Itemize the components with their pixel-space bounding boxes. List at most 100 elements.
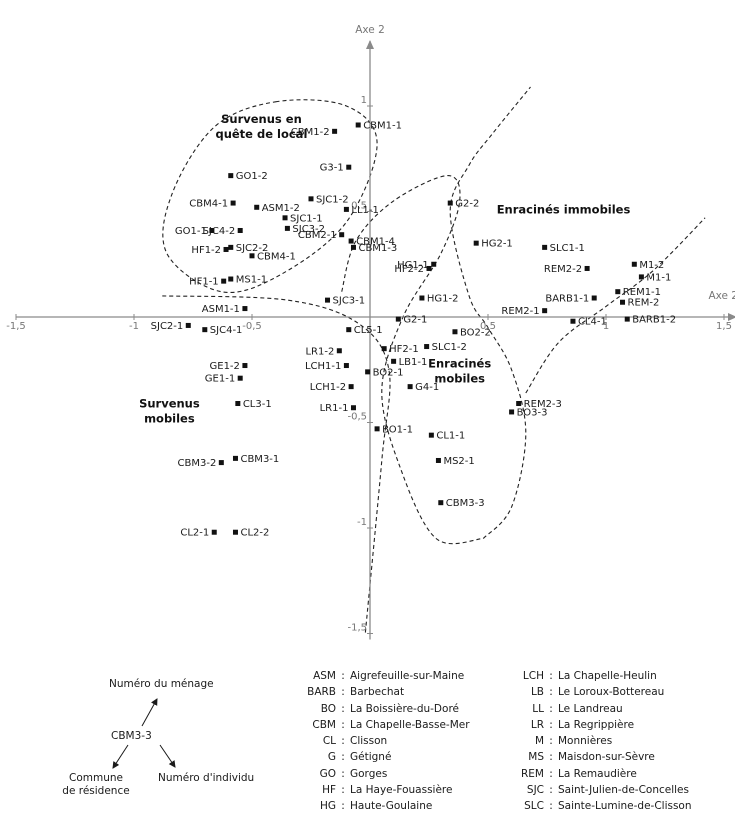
legend-row: SLC:Sainte-Lumine-de-Clisson <box>508 798 691 814</box>
legend-name: La Boissière-du-Doré <box>350 702 459 715</box>
legend-name: La Chapelle-Heulin <box>558 670 657 682</box>
legend-sep: : <box>549 735 553 748</box>
data-point-label: REM2-1 <box>501 306 539 317</box>
legend-row: ASM:Aigrefeuille-sur-Maine <box>300 668 470 684</box>
data-point-marker <box>638 274 644 280</box>
legend-sep: : <box>341 702 345 715</box>
legend-row: G:Gétigné <box>300 749 470 765</box>
legend-name: Monnières <box>558 735 613 748</box>
group-label-line: Survenus <box>139 397 200 411</box>
data-point-label: SJC3-1 <box>333 296 366 307</box>
data-point-label: LB1-1 <box>399 357 428 368</box>
key-label-household-number: Numéro du ménage <box>109 678 214 690</box>
data-point-marker <box>254 204 260 210</box>
legend-abbr: LCH <box>522 670 544 682</box>
data-point-marker <box>232 455 238 461</box>
data-point-label: HF1-1 <box>189 277 219 288</box>
data-point-marker <box>447 200 453 206</box>
data-point-marker <box>355 122 361 128</box>
data-point-label: M1-2 <box>639 260 664 271</box>
data-point-label: LCH1-2 <box>310 382 346 393</box>
legend-abbr: BARB <box>307 686 336 699</box>
data-point-marker <box>228 173 234 179</box>
legend-sep: : <box>549 702 553 715</box>
legend-abbr: MS <box>528 751 544 764</box>
key-label-commune-line1: Commune <box>69 772 123 784</box>
data-point-label: MS2-1 <box>443 456 474 467</box>
legend-name: Clisson <box>350 735 388 748</box>
y-tick-label: -1 <box>357 517 367 528</box>
data-point-marker <box>615 289 621 295</box>
data-point-marker <box>452 329 458 335</box>
key-arrow-up <box>141 698 158 727</box>
data-point-marker <box>584 265 590 271</box>
data-point-label: CBM4-1 <box>257 251 296 262</box>
data-point-marker <box>473 240 479 246</box>
data-point-marker <box>348 384 354 390</box>
data-point-label: CL3-1 <box>243 399 272 410</box>
group-label-line: Survenus en <box>221 112 302 126</box>
data-point-marker <box>407 384 413 390</box>
legend-abbr: ASM <box>313 670 336 682</box>
data-point-label: HF2-1 <box>389 344 419 355</box>
data-point-label: M1-1 <box>646 272 671 283</box>
key-label-commune: Commune de résidence <box>60 772 132 798</box>
y-axis-label: Axe 2 <box>355 24 385 36</box>
group-enracines-immobiles: Enracinés immobiles <box>497 203 631 217</box>
data-point-label: HF2-2 <box>394 264 424 275</box>
x-tick-label: 1 <box>603 321 609 332</box>
y-tick-label: -0,5 <box>347 412 367 423</box>
data-point-marker <box>228 244 234 250</box>
data-point-label: LR1-1 <box>320 403 349 414</box>
legend-sep: : <box>549 718 553 731</box>
data-point-label: CBM3-1 <box>240 454 279 465</box>
legend-abbr: SJC <box>526 784 544 797</box>
legend-abbr: GO <box>319 767 336 780</box>
data-point-marker <box>438 500 444 506</box>
key-label-individual-number: Numéro d'individu <box>158 772 255 784</box>
data-point-marker <box>284 225 290 231</box>
legend-name: Saint-Julien-de-Concelles <box>558 784 689 797</box>
data-point-label: REM2-3 <box>524 399 562 410</box>
data-point-marker <box>435 457 441 463</box>
data-point-label: G4-1 <box>415 382 439 393</box>
legend-name: Gétigné <box>350 751 392 764</box>
data-point-label: BO3-3 <box>517 407 548 418</box>
y-tick-label: -1,5 <box>347 623 367 634</box>
legend-sep: : <box>549 800 553 813</box>
data-point-label: SJC3-2 <box>292 224 325 235</box>
data-point-label: LL1-1 <box>351 205 378 216</box>
legend-row: HG:Haute-Goulaine <box>300 798 470 814</box>
y-tick-label: 1 <box>361 95 367 106</box>
data-point-label: BARB1-1 <box>545 294 589 305</box>
data-point-marker <box>237 227 243 233</box>
data-point-label: HG1-2 <box>427 294 459 305</box>
data-point-label: LR1-2 <box>305 346 334 357</box>
data-point-marker <box>282 215 288 221</box>
data-point-label: LCH1-1 <box>305 361 341 372</box>
data-point-marker <box>346 327 352 333</box>
legend-row: LCH:La Chapelle-Heulin <box>508 668 692 684</box>
legend-row: LL:Le Landreau <box>508 701 692 717</box>
group-label-line: Enracinés immobiles <box>497 203 631 217</box>
legend-row: BO:La Boissière-du-Doré <box>300 701 470 717</box>
data-point-label: CBM1-2 <box>291 127 330 138</box>
legend-abbr: G <box>327 751 336 764</box>
data-point-marker <box>185 322 191 328</box>
legend-abbr: LB <box>530 686 544 699</box>
data-point-label: CBM1-4 <box>356 237 395 248</box>
data-point-label: G3-1 <box>320 163 344 174</box>
data-point-marker <box>591 295 597 301</box>
data-point-marker <box>249 253 255 259</box>
legend-row: BARB:Barbechat <box>300 684 470 700</box>
data-point-marker <box>325 297 331 303</box>
data-point-marker <box>395 316 401 322</box>
data-point-label: GO1-1 <box>175 226 207 237</box>
legend-name: Le Loroux-Bottereau <box>558 686 665 699</box>
data-point-marker <box>431 261 437 267</box>
